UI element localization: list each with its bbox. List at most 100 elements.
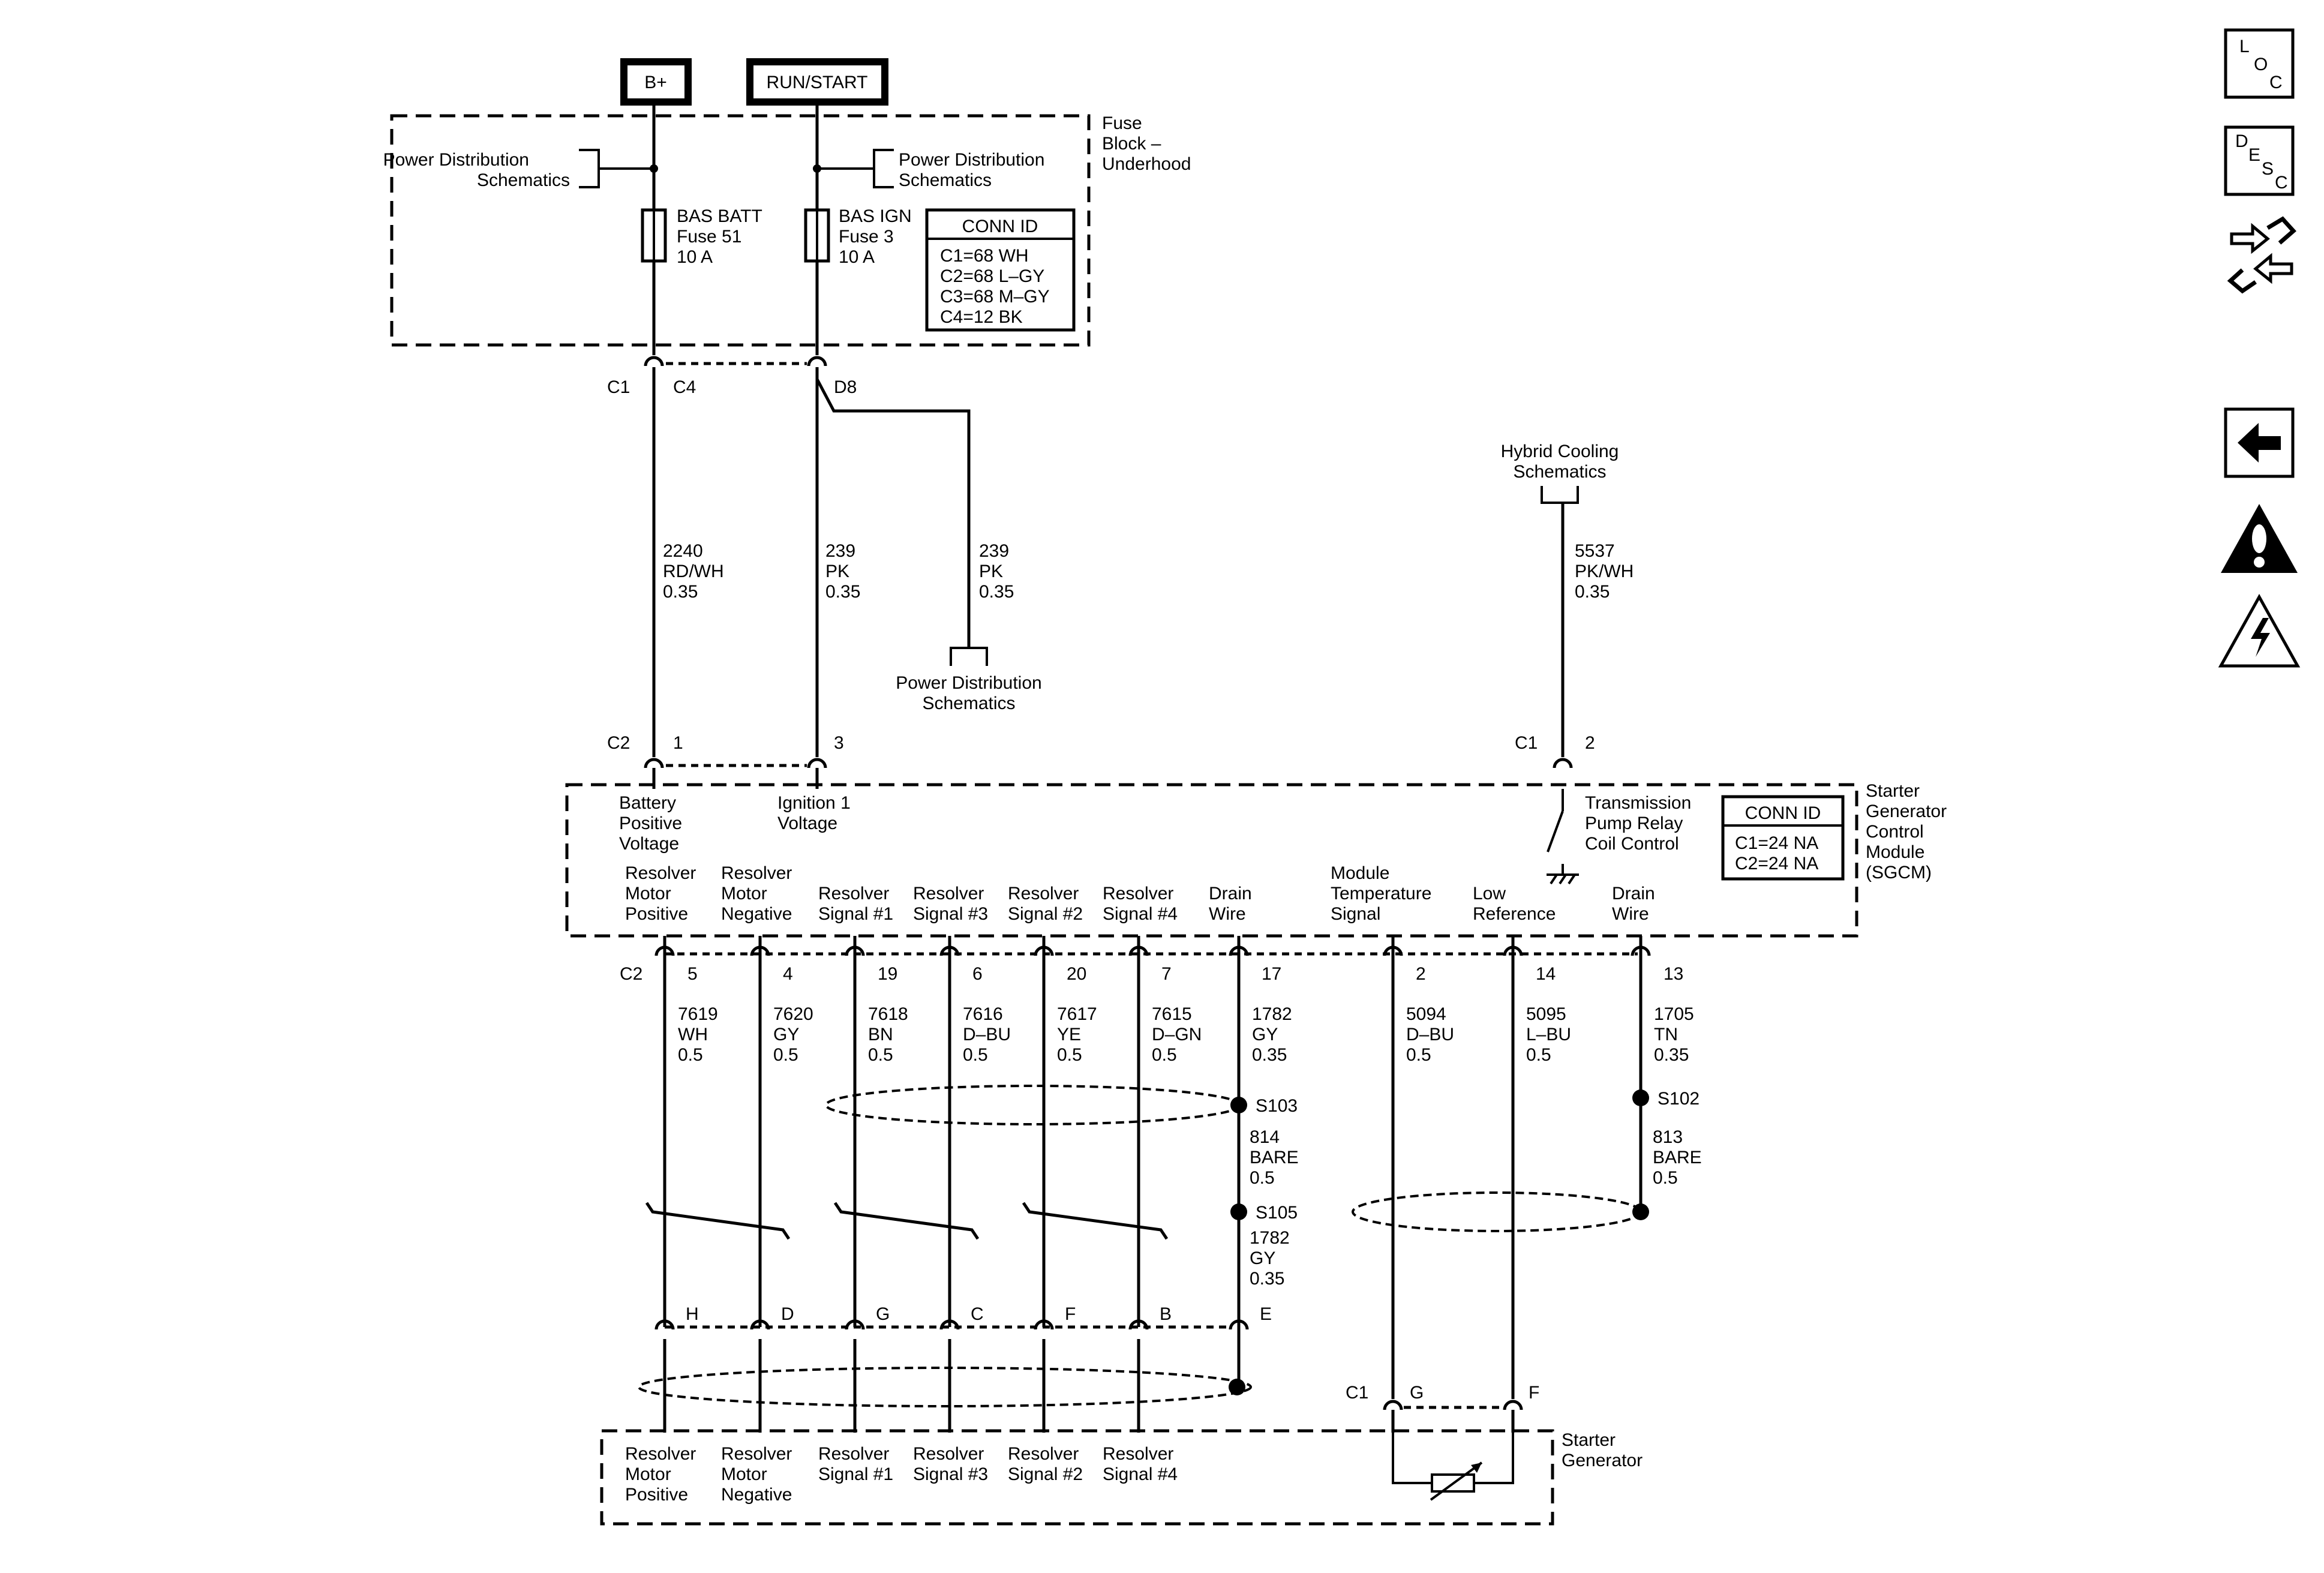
- wire-label: 0.5: [773, 1045, 798, 1065]
- svg-text:Module: Module: [1331, 863, 1389, 883]
- wire-label: YE: [1057, 1025, 1081, 1044]
- caution-icon[interactable]: [2221, 504, 2298, 573]
- svg-text:Resolver: Resolver: [625, 1444, 696, 1464]
- drain-splices: S103 814 BARE 0.5 S105 1782 GY 0.35 S102…: [1229, 1089, 1702, 1395]
- svg-text:Negative: Negative: [721, 1485, 792, 1505]
- wire-label: 5094: [1406, 1004, 1446, 1024]
- shield-generator-icon: [638, 1367, 1252, 1407]
- sgcm-pin-label: 4: [783, 964, 793, 984]
- fuse-block-underhood: Fuse Block – Underhood Power Distributio…: [383, 102, 1191, 355]
- resolver-wires: 7619WH0.57620GY0.57618BN0.57616D–BU0.576…: [663, 936, 1694, 1399]
- svg-text:Pump Relay: Pump Relay: [1585, 813, 1683, 833]
- fuse2-line2: Fuse 3: [839, 227, 894, 247]
- fuse1-line1: BAS BATT: [677, 206, 762, 226]
- svg-text:C4=12 BK: C4=12 BK: [940, 307, 1023, 327]
- svg-text:Drain: Drain: [1612, 884, 1655, 903]
- fuse-block-conn-id: CONN ID C1=68 WH C2=68 L–GY C3=68 M–GY C…: [925, 208, 1076, 332]
- wire-label: 0.5: [963, 1045, 988, 1065]
- hybrid-cooling-connector-icon: [1541, 486, 1579, 504]
- splice-e-dot: [1229, 1379, 1245, 1395]
- svg-text:Resolver: Resolver: [1103, 884, 1173, 903]
- fuse1-line2: Fuse 51: [677, 227, 741, 247]
- svg-text:Transmission: Transmission: [1585, 793, 1691, 813]
- sgcm-pin-label: 5: [687, 964, 698, 984]
- power-dist-right-2: Schematics: [899, 170, 992, 190]
- svg-text:Coil Control: Coil Control: [1585, 834, 1679, 854]
- svg-text:Temperature: Temperature: [1331, 884, 1431, 903]
- generator-pin-label: B: [1160, 1304, 1172, 1324]
- connector-swap-icon[interactable]: [2227, 216, 2296, 294]
- wire-label: 0.35: [1654, 1045, 1689, 1065]
- svg-text:Signal #3: Signal #3: [913, 1464, 988, 1484]
- svg-text:Resolver: Resolver: [721, 863, 792, 883]
- svg-text:Positive: Positive: [625, 904, 688, 924]
- svg-text:D: D: [2235, 131, 2248, 151]
- svg-text:Voltage: Voltage: [777, 813, 837, 833]
- svg-text:Signal #4: Signal #4: [1103, 1464, 1178, 1484]
- svg-text:L: L: [2239, 37, 2250, 56]
- svg-text:Hybrid Cooling: Hybrid Cooling: [1501, 442, 1619, 461]
- power-dist-right-1: Power Distribution: [899, 150, 1044, 170]
- svg-text:O: O: [2254, 55, 2268, 74]
- svg-text:Schematics: Schematics: [922, 694, 1015, 713]
- wire-label: 0.5: [678, 1045, 703, 1065]
- generator-pin-label: H: [686, 1304, 699, 1324]
- wire-label: 0.35: [1252, 1045, 1287, 1065]
- desc-icon[interactable]: D E S C: [2224, 125, 2295, 196]
- svg-text:Reference: Reference: [1473, 904, 1556, 924]
- fuse-block-title-1: Fuse: [1102, 113, 1142, 133]
- run-start-supply: RUN/START: [746, 58, 888, 106]
- back-arrow-icon[interactable]: [2224, 407, 2295, 478]
- svg-text:Control: Control: [1866, 822, 1924, 842]
- svg-text:C2: C2: [620, 964, 642, 984]
- fuse-block-connectors: C1 C4 D8: [607, 358, 857, 397]
- run-start-label: RUN/START: [767, 73, 868, 92]
- svg-text:Resolver: Resolver: [913, 884, 984, 903]
- svg-text:C1: C1: [1515, 733, 1538, 753]
- bplus-label: B+: [644, 73, 667, 92]
- splice-s102-shield-dot: [1632, 1203, 1649, 1220]
- svg-text:Motor: Motor: [721, 884, 767, 903]
- wire-label: 7617: [1057, 1004, 1097, 1024]
- svg-text:0.35: 0.35: [1575, 582, 1610, 602]
- shield-s103-icon: [825, 1085, 1241, 1125]
- svg-text:Resolver: Resolver: [625, 863, 696, 883]
- svg-text:Power Distribution: Power Distribution: [896, 673, 1041, 693]
- sgcm-pin-label: 14: [1536, 964, 1556, 984]
- svg-text:S102: S102: [1658, 1089, 1700, 1109]
- wire-label: GY: [773, 1025, 799, 1044]
- svg-text:Signal #3: Signal #3: [913, 904, 988, 924]
- svg-text:Voltage: Voltage: [619, 834, 679, 854]
- svg-text:Low: Low: [1473, 884, 1506, 903]
- splice-s102-dot: [1632, 1089, 1649, 1106]
- wire-label: GY: [1252, 1025, 1278, 1044]
- svg-text:BARE: BARE: [1250, 1148, 1299, 1167]
- generator-pin-label: D: [781, 1304, 794, 1324]
- wire-label: WH: [678, 1025, 708, 1044]
- temperature-sensor-icon: [1391, 1410, 1515, 1501]
- sgcm-pin-label: 2: [1416, 964, 1426, 984]
- power-dist-left-1: Power Distribution: [383, 150, 529, 170]
- svg-text:S: S: [2262, 159, 2274, 179]
- svg-text:Schematics: Schematics: [1513, 462, 1606, 482]
- svg-text:239: 239: [979, 541, 1009, 561]
- svg-text:Motor: Motor: [721, 1464, 767, 1484]
- svg-text:Resolver: Resolver: [1008, 884, 1079, 903]
- svg-text:C3=68 M–GY: C3=68 M–GY: [940, 287, 1050, 307]
- svg-text:Resolver: Resolver: [818, 1444, 889, 1464]
- svg-text:0.35: 0.35: [825, 582, 860, 602]
- svg-text:Wire: Wire: [1612, 904, 1649, 924]
- svg-text:Signal #4: Signal #4: [1103, 904, 1178, 924]
- svg-text:CONN ID: CONN ID: [1745, 803, 1821, 823]
- power-dist-left-2: Schematics: [477, 170, 570, 190]
- splice-s103-dot: [1230, 1097, 1247, 1113]
- svg-text:C1=68 WH: C1=68 WH: [940, 246, 1029, 266]
- loc-icon[interactable]: L O C: [2224, 28, 2295, 99]
- high-voltage-icon[interactable]: [2218, 593, 2301, 668]
- fuse-block-title-3: Underhood: [1102, 154, 1191, 174]
- svg-text:0.5: 0.5: [1653, 1168, 1678, 1188]
- wire-label: 7620: [773, 1004, 813, 1024]
- svg-text:Ignition 1: Ignition 1: [777, 793, 851, 813]
